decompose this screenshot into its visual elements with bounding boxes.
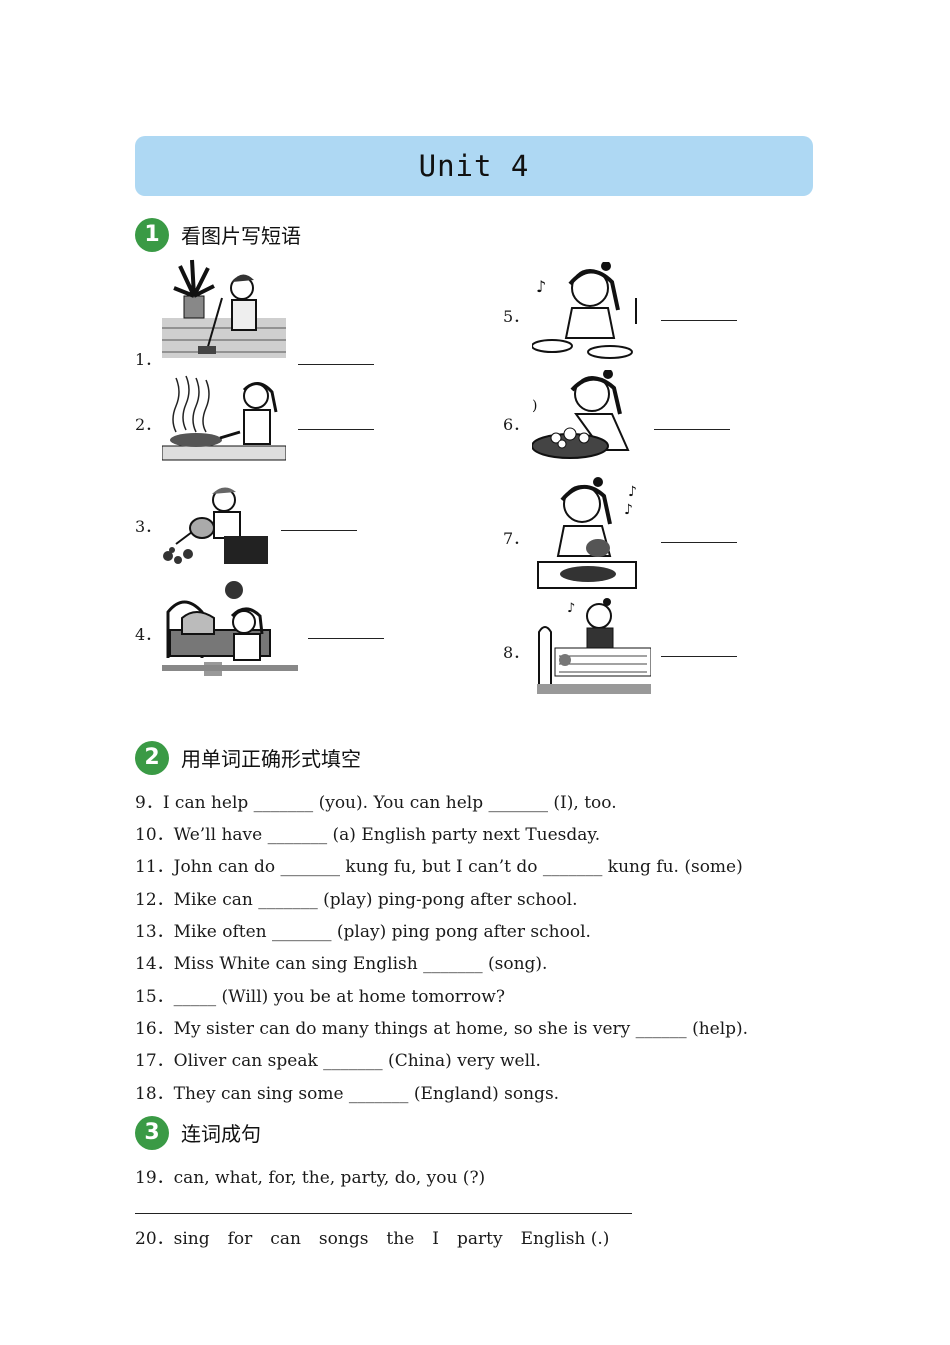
section-title: 看图片写短语: [181, 224, 301, 248]
item-label: 4．: [135, 625, 162, 644]
question-number: 20．: [135, 1229, 174, 1249]
word: can: [270, 1229, 301, 1249]
section-title: 连词成句: [181, 1122, 261, 1146]
unit-banner: Unit 4: [135, 136, 813, 196]
homework-picture: ♪: [537, 598, 651, 694]
answer-blank[interactable]: [661, 656, 737, 657]
section-number-badge: 3: [135, 1116, 169, 1150]
answer-blank[interactable]: [661, 320, 737, 321]
section-number-badge: 2: [135, 741, 169, 775]
question-16: 16．My sister can do many things at home,…: [135, 1019, 749, 1039]
svg-text:♪: ♪: [536, 277, 546, 296]
section-title: 用单词正确形式填空: [181, 747, 361, 771]
question-19: 19．can, what, for, the, party, do, you (…: [135, 1168, 486, 1188]
making-bed-picture: [162, 581, 298, 676]
item-label: 8．: [503, 643, 530, 662]
word: songs: [318, 1229, 369, 1249]
page-title: Unit 4: [418, 149, 530, 183]
question-10: 10．We’ll have _______ (a) English party …: [135, 825, 601, 845]
watering-flowers-picture: [163, 487, 268, 564]
question-17: 17．Oliver can speak _______ (China) very…: [135, 1051, 541, 1071]
question-12: 12．Mike can _______ (play) ping-pong aft…: [135, 890, 578, 910]
washing-dishes-picture: ♪ ♪: [537, 477, 637, 589]
item-label: 5．: [503, 307, 530, 326]
svg-text:♪: ♪: [624, 502, 633, 518]
word: the: [386, 1229, 415, 1249]
question-13: 13．Mike often _______ (play) ping pong a…: [135, 922, 591, 942]
svg-text:): ): [532, 398, 537, 414]
answer-blank[interactable]: [308, 638, 384, 639]
answer-line[interactable]: [135, 1213, 632, 1214]
answer-blank[interactable]: [298, 429, 374, 430]
word: I: [432, 1229, 439, 1249]
item-label: 1．: [135, 350, 162, 369]
word: sing: [173, 1229, 210, 1249]
svg-text:♪: ♪: [567, 601, 575, 616]
cooking-picture: [162, 375, 286, 461]
word: party: [456, 1229, 503, 1249]
answer-blank[interactable]: [654, 429, 730, 430]
question-18: 18．They can sing some _______ (England) …: [135, 1084, 560, 1104]
setting-table-picture: ♪: [532, 262, 637, 359]
question-15: 15．_____ (Will) you be at home tomorrow?: [135, 987, 505, 1007]
answer-blank[interactable]: [661, 542, 737, 543]
question-11: 11．John can do _______ kung fu, but I ca…: [135, 857, 743, 877]
sweeping-floor-picture: [162, 259, 286, 358]
emptying-trash-picture: ): [532, 370, 630, 459]
item-label: 6．: [503, 415, 530, 434]
section-number-badge: 1: [135, 218, 169, 252]
word: English (.): [520, 1229, 610, 1249]
item-label: 2．: [135, 415, 162, 434]
svg-text:♪: ♪: [628, 484, 637, 500]
word: for: [227, 1229, 253, 1249]
question-14: 14．Miss White can sing English _______ (…: [135, 954, 548, 974]
answer-blank[interactable]: [298, 364, 374, 365]
item-label: 3．: [135, 517, 162, 536]
item-label: 7．: [503, 529, 530, 548]
question-9: 9．I can help _______ (you). You can help…: [135, 793, 617, 813]
answer-blank[interactable]: [281, 530, 357, 531]
